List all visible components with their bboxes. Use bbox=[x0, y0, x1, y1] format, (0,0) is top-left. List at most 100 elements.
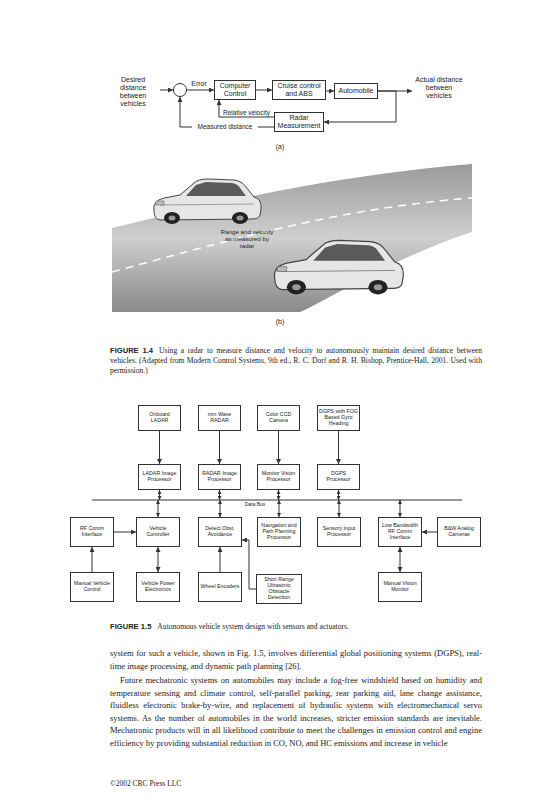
box-text: Wheel Encoders bbox=[201, 584, 240, 590]
box-text: Cruise control and ABS bbox=[274, 82, 324, 97]
rear-car bbox=[154, 179, 261, 224]
connector-arrow bbox=[422, 532, 437, 533]
text-block: ©2002 CRC Press LLC bbox=[110, 780, 310, 789]
text-block: Error bbox=[186, 80, 212, 88]
connector-arrow bbox=[400, 547, 401, 572]
process-box: Manual Vehicle Control bbox=[70, 572, 114, 602]
printed-text: Data Bus bbox=[245, 501, 266, 507]
box-text: RF Comm Interface bbox=[72, 526, 112, 538]
connector-arrow bbox=[158, 547, 159, 572]
data-bus bbox=[92, 500, 462, 501]
connector-arrow bbox=[278, 431, 279, 464]
text-block: Range and velocity as measured by radar bbox=[220, 228, 274, 249]
box-text: Manual Vision Monitor bbox=[380, 581, 420, 593]
process-box: DGPS Processor bbox=[317, 464, 360, 490]
box-text: Computer Control bbox=[216, 82, 254, 97]
connector-arrow bbox=[242, 540, 256, 589]
text-block: (a) bbox=[265, 143, 295, 151]
text-block: system for such a vehicle, shown in Fig.… bbox=[110, 647, 482, 672]
box-text: Vehicle Controller bbox=[138, 526, 178, 538]
box-text: Manual Vehicle Control bbox=[72, 581, 112, 593]
printed-text: (a) bbox=[276, 143, 285, 150]
bus-tap bbox=[278, 490, 279, 500]
input-arrow bbox=[160, 90, 173, 91]
process-box: Navigation and Path Planning Processor bbox=[257, 517, 301, 547]
connector-arrow bbox=[338, 431, 339, 464]
box-text: DGPS with FOG Based Gyro Heading bbox=[319, 409, 358, 426]
process-box: Color CCD Camera bbox=[257, 405, 300, 431]
process-box: Automobile bbox=[334, 83, 378, 99]
process-box: Low Bandwidth RF Comm Interface bbox=[378, 517, 422, 547]
process-box: Monitor Vision Processor bbox=[257, 464, 300, 490]
summing-junction bbox=[174, 84, 187, 97]
process-box: Detect Obst. Avoidance bbox=[198, 517, 242, 547]
connector-arrow bbox=[92, 547, 93, 572]
process-box: B&W Analog Cameras bbox=[437, 517, 481, 547]
box-text: Sensory Input Processor bbox=[319, 526, 359, 538]
bus-tap bbox=[219, 490, 220, 500]
process-box: Computer Control bbox=[214, 80, 256, 100]
process-box: RF Comm Interface bbox=[70, 517, 114, 547]
bus-tap bbox=[279, 500, 280, 517]
text-block: FIGURE 1.4Using a radar to measure dista… bbox=[110, 346, 482, 376]
process-box: DGPS with FOG Based Gyro Heading bbox=[317, 405, 360, 431]
process-box: Radar Measurement bbox=[274, 112, 324, 132]
edge-label: Relative velocity bbox=[222, 109, 271, 116]
process-box: mm Wave RADAR bbox=[198, 405, 241, 431]
text-block: (b) bbox=[265, 318, 295, 326]
figure-number: FIGURE 1.5 bbox=[110, 622, 151, 631]
bus-tap bbox=[220, 500, 221, 517]
box-text: Short Range Ultrasonic Obstacle Detectio… bbox=[258, 577, 300, 600]
box-text: Automobile bbox=[338, 87, 373, 95]
printed-text: ©2002 CRC Press LLC bbox=[110, 779, 181, 788]
bus-tap bbox=[159, 490, 160, 500]
box-text: Color CCD Camera bbox=[259, 412, 298, 424]
printed-text: Autonomous vehicle system design with se… bbox=[157, 622, 349, 631]
box-text: DGPS Processor bbox=[319, 471, 358, 483]
box-text: RADAR Image Processor bbox=[200, 471, 239, 483]
error-arrow bbox=[187, 90, 215, 91]
bus-tap bbox=[158, 500, 159, 517]
connector-arrow bbox=[220, 547, 221, 572]
text-block: Measured distance bbox=[192, 123, 258, 130]
printed-text: Error bbox=[191, 80, 207, 87]
printed-text: Actual distance between vehicles bbox=[415, 76, 462, 99]
text-block: Desired distance between vehicles bbox=[108, 76, 158, 108]
process-box: Sensory Input Processor bbox=[317, 517, 361, 547]
process-box: Cruise control and ABS bbox=[272, 80, 326, 100]
printed-text: system for such a vehicle, shown in Fig.… bbox=[110, 648, 482, 671]
bus-tap bbox=[339, 500, 340, 517]
bus-taps bbox=[158, 490, 400, 517]
bus-tap bbox=[338, 490, 339, 500]
process-box: Vehicle Power Electronics bbox=[136, 572, 180, 602]
box-text: Monitor Vision Processor bbox=[259, 471, 298, 483]
box-text: Navigation and Path Planning Processor bbox=[259, 523, 299, 540]
printed-text: (b) bbox=[276, 318, 285, 325]
figure-number: FIGURE 1.4 bbox=[110, 346, 153, 355]
box-text: Detect Obst. Avoidance bbox=[200, 526, 240, 538]
process-box: Manual Vision Monitor bbox=[378, 572, 422, 602]
connector-arrow bbox=[326, 91, 334, 92]
box-text: Onboard LADAR bbox=[140, 412, 179, 424]
process-box: RADAR Image Processor bbox=[198, 464, 241, 490]
connector-arrow bbox=[256, 90, 272, 91]
process-box: Wheel Encoders bbox=[198, 572, 242, 602]
process-box: Onboard LADAR bbox=[138, 405, 181, 431]
text-block: FIGURE 1.5 Autonomous vehicle system desi… bbox=[110, 622, 482, 632]
connector-arrow bbox=[114, 532, 136, 533]
process-box: Vehicle Controller bbox=[136, 517, 180, 547]
box-text: Vehicle Power Electronics bbox=[138, 581, 178, 593]
connector-arrow bbox=[219, 431, 220, 464]
box-text: Radar Measurement bbox=[276, 114, 322, 129]
text-block: Actual distance between vehicles bbox=[414, 76, 464, 100]
bus-tap bbox=[400, 500, 401, 517]
printed-text: Measured distance bbox=[198, 123, 253, 130]
printed-text: Using a radar to measure distance and ve… bbox=[110, 346, 482, 375]
process-box: LADAR Image Processor bbox=[138, 464, 181, 490]
process-box: Short Range Ultrasonic Obstacle Detectio… bbox=[256, 574, 302, 604]
box-text: Low Bandwidth RF Comm Interface bbox=[380, 523, 420, 540]
printed-text: Desired distance between vehicles bbox=[120, 76, 146, 107]
front-car bbox=[274, 240, 403, 294]
connector-arrow bbox=[159, 431, 160, 464]
